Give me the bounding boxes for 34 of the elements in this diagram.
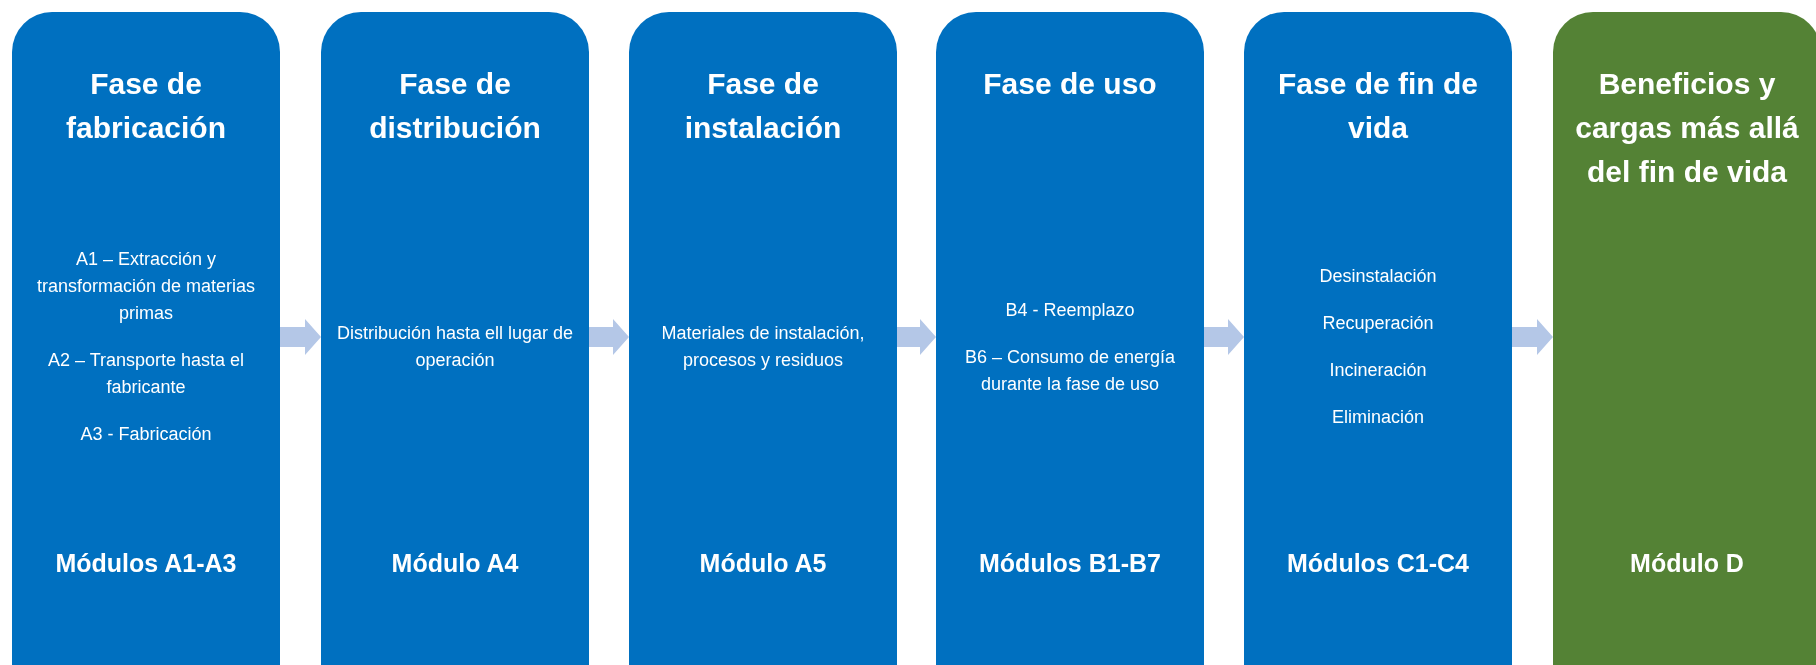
phase-card: [1553, 12, 1816, 665]
phase-item: Recuperación: [1322, 312, 1434, 335]
module-label: Módulos A1-A3: [54, 548, 238, 579]
block-arrow: [280, 319, 321, 355]
block-arrow: [897, 319, 936, 355]
phase-item: B6 – Consumo de energía durante la fase de uso: [963, 345, 1177, 396]
phase-heading: Fase de fabricación: [64, 66, 228, 146]
phase-heading: Fase de distribución: [368, 66, 542, 146]
phase-item: Eliminación: [1331, 406, 1424, 429]
phase-item: A1 – Extracción y transformación de materias primas: [35, 248, 257, 325]
phase-item: Incineración: [1329, 359, 1427, 382]
phase-card: [629, 12, 897, 665]
module-label: Módulo D: [1629, 548, 1745, 579]
phase-item: A3 - Fabricación: [80, 423, 212, 446]
phase-heading: Beneficios y cargas más allá del fin de vida: [1574, 66, 1800, 190]
phase-card: [321, 12, 589, 665]
phase-heading: Fase de uso: [982, 66, 1158, 102]
module-label: Módulos C1-C4: [1286, 548, 1470, 579]
phase-heading: Fase de instalación: [683, 66, 843, 146]
phase-item: A2 – Transporte hasta el fabricante: [46, 349, 246, 399]
module-label: Módulo A4: [390, 548, 520, 579]
module-label: Módulos B1-B7: [978, 548, 1162, 579]
phase-item: Distribución hasta ell lugar de operación: [335, 322, 575, 372]
block-arrow: [1512, 319, 1553, 355]
block-arrow: [1204, 319, 1244, 355]
phase-heading: Fase de fin de vida: [1276, 66, 1480, 146]
phase-item: B4 - Reemplazo: [1005, 298, 1135, 322]
phase-card: [12, 12, 280, 665]
module-label: Módulo A5: [698, 548, 828, 579]
block-arrow: [589, 319, 629, 355]
phase-item: Materiales de instalación, procesos y residuos: [660, 322, 866, 372]
phase-card: [936, 12, 1204, 665]
phase-card: [1244, 12, 1512, 665]
phase-item: Desinstalación: [1319, 265, 1437, 288]
